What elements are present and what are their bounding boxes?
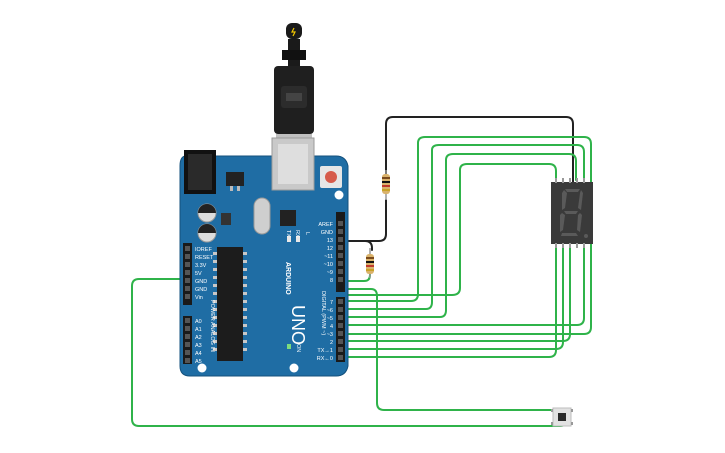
pin-label: GND (195, 279, 207, 285)
brand-label: ARDUINO (284, 262, 291, 295)
pin-label: AREF (318, 222, 333, 228)
power-pin-labels: IOREF RESET 3.3V 5V GND GND Vin (195, 247, 214, 301)
seven-segment-display[interactable] (551, 178, 593, 248)
usb-cable[interactable] (274, 23, 314, 146)
resistor-2[interactable] (366, 248, 374, 278)
pin-label: ~10 (324, 262, 333, 268)
pin-label: Vin (195, 295, 203, 301)
model-label: UNO (288, 305, 308, 345)
pin-label: A4 (195, 351, 202, 357)
pin-label: TX→1 (317, 348, 333, 354)
pin-label: 12 (327, 246, 333, 252)
wire-pin5-segment[interactable] (344, 153, 577, 318)
pin-label: A0 (195, 319, 202, 325)
pin-label: ~6 (327, 308, 333, 314)
pin-label: RESET (195, 255, 214, 261)
pin-label: A1 (195, 327, 202, 333)
pin-label: A2 (195, 335, 202, 341)
pin-label: ~9 (327, 270, 333, 276)
wire-pinx-segment[interactable] (344, 244, 557, 358)
analog-header-label: ANALOG IN (209, 322, 215, 352)
pin-label: 7 (330, 300, 333, 306)
on-label: ON (295, 344, 301, 352)
pin-label: GND (321, 230, 333, 236)
digital-top-pin-labels: AREF GND 13 12 ~11 ~10 ~9 8 (318, 222, 333, 284)
resistor-1[interactable] (382, 170, 390, 200)
pin-label: ~3 (327, 332, 333, 338)
rx-label: RX (294, 230, 300, 238)
wire-pin6-segment[interactable] (344, 144, 585, 326)
pin-label: GND (195, 287, 207, 293)
pin-label: ~5 (327, 316, 333, 322)
pin-label: ~11 (324, 254, 333, 260)
pin-label: 3.3V (195, 263, 207, 269)
pin-label: IOREF (195, 247, 212, 253)
wire-resistor1-to-display[interactable] (385, 116, 574, 191)
digital-header-label: DIGITAL (PWM ~) (320, 291, 326, 335)
wire-gnd-to-resistor1[interactable] (342, 199, 387, 242)
wire-pin8-button[interactable] (344, 288, 554, 411)
power-header-label: POWER (209, 300, 215, 321)
pin-label: 8 (330, 278, 333, 284)
pin-label: 13 (327, 238, 333, 244)
pin-label: A3 (195, 343, 202, 349)
l-label: L (304, 232, 310, 235)
pin-label: A5 (195, 359, 202, 365)
pin-label: RX←0 (317, 356, 333, 362)
wire-pin4-segment[interactable] (344, 163, 557, 296)
pin-label: 5V (195, 271, 202, 277)
tx-label: TX (285, 230, 291, 237)
pin-label: 2 (330, 340, 333, 346)
wire-pin7-segment[interactable] (344, 136, 592, 335)
pin-label: 4 (330, 324, 333, 330)
push-button[interactable] (551, 407, 573, 427)
digital-bottom-pin-labels: 7 ~6 ~5 4 ~3 2TX→1RX←0 (317, 300, 333, 362)
